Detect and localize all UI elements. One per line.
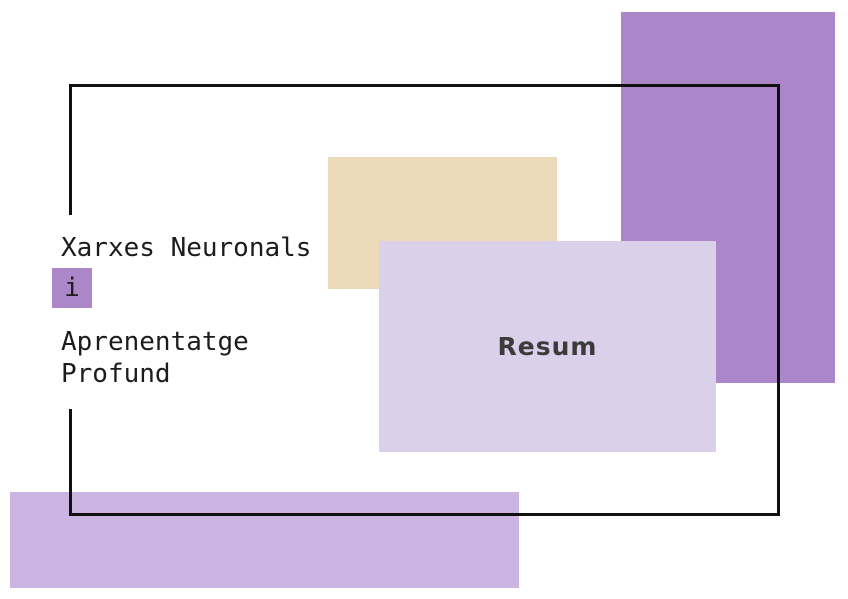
title-conjunction-highlight: i <box>52 268 92 308</box>
frame-border-right <box>777 84 780 516</box>
frame-border-left-lower <box>69 409 72 516</box>
slide-title-line-3: Profund <box>61 359 171 389</box>
frame-border-left-upper <box>69 84 72 215</box>
decor-rect-lilac <box>10 492 519 588</box>
frame-border-top <box>69 84 780 87</box>
title-conjunction-letter: i <box>64 273 80 303</box>
summary-card: Resum <box>379 241 716 452</box>
slide-title-line-1: Xarxes Neuronals <box>61 233 312 263</box>
frame-border-bottom <box>69 513 780 516</box>
slide-title-line-2: Aprenentatge <box>61 327 249 357</box>
summary-card-label: Resum <box>497 332 598 361</box>
